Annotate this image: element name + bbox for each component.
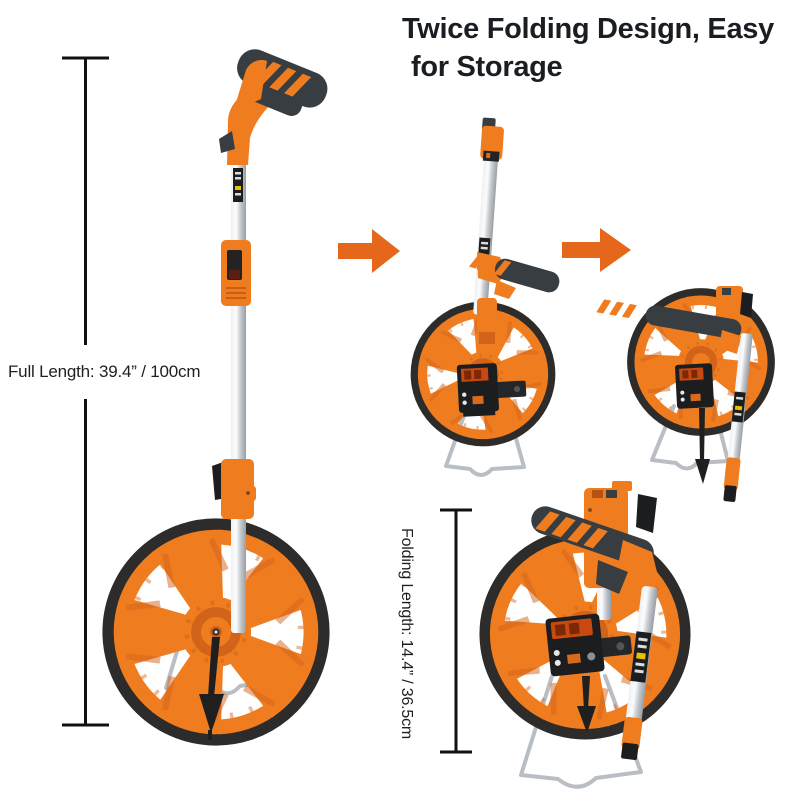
pole-label [630,631,652,683]
handle [219,49,328,165]
folded-handle [596,299,742,354]
full-length-dimension-line [62,56,109,727]
fold-clamp [221,240,251,306]
ground-pointer [577,676,596,733]
measuring-wheel-extended [81,49,352,767]
full-length-label: Full Length: 39.4” / 100cm [8,362,201,381]
measuring-wheel-folded-once [402,117,564,477]
measuring-wheel-folded-twice [596,264,800,502]
folding-length-dimension-line [440,508,472,754]
kickstand-wire [519,674,643,789]
kickstand-wire [444,408,526,477]
lower-joint [212,459,256,519]
arrow-right-icon [562,228,631,272]
pole-label [731,391,746,423]
counter-box [545,613,632,677]
arrow-right-icon [338,229,400,273]
pole-label [233,168,243,202]
folded-handle [468,252,560,299]
ground-pointer [695,408,710,484]
ground-pointer [199,628,224,740]
title-line-1: Twice Folding Design, Easy [402,13,774,45]
counter-box [675,363,714,409]
counter-box [456,363,527,417]
title-line-2: for Storage [411,51,563,83]
folding-length-label: Folding Length: 14.4” / 36.5cm [398,528,415,740]
page-title: Twice Folding Design, Easy for Storage [402,10,798,86]
folded-handle [531,506,660,596]
measuring-wheel-folded-large [449,481,722,789]
